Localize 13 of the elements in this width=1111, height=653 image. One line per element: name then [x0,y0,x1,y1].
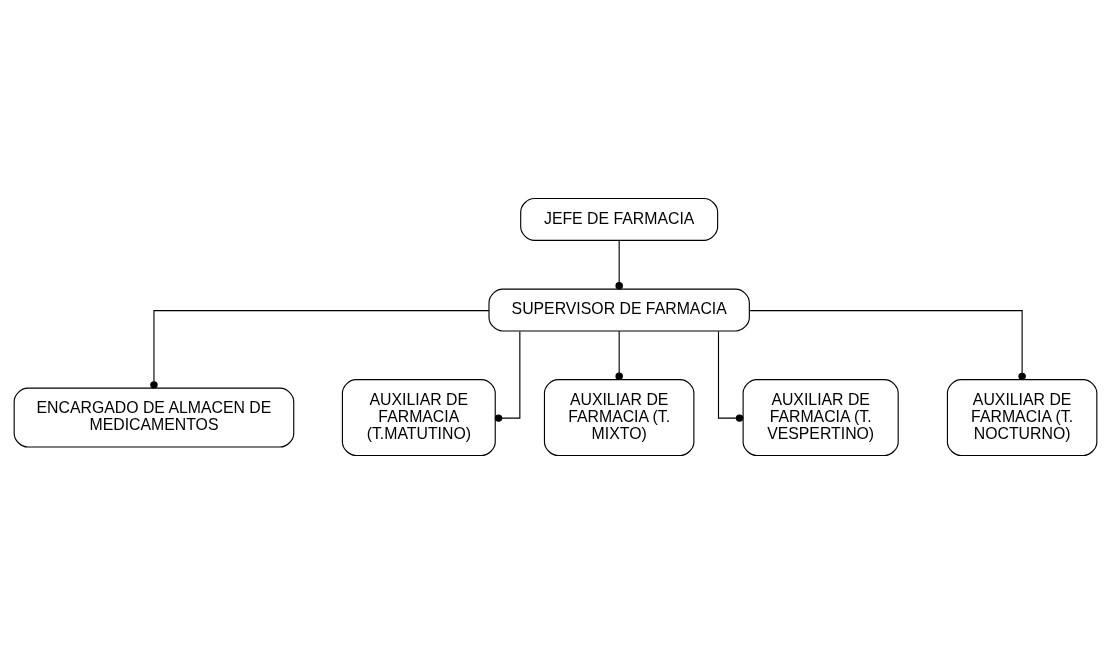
node-box: AUXILIAR DE FARMACIA (T. MIXTO) [543,378,695,456]
connector [748,309,1026,380]
node-box: ENCARGADO DE ALMACEN DE MEDICAMENTOS [13,387,295,448]
connector [615,239,623,289]
node-box: JEFE DE FARMACIA [520,197,719,241]
connector [494,330,521,422]
node-box: AUXILIAR DE FARMACIA (T.MATUTINO) [341,378,496,456]
connector [717,330,744,422]
connector [615,330,623,380]
node-box: AUXILIAR DE FARMACIA (T. NOCTURNO) [946,378,1098,456]
node-box: SUPERVISOR DE FARMACIA [488,288,750,332]
node-box: AUXILIAR DE FARMACIA (T. VESPERTINO) [742,378,899,456]
connector [150,309,490,389]
